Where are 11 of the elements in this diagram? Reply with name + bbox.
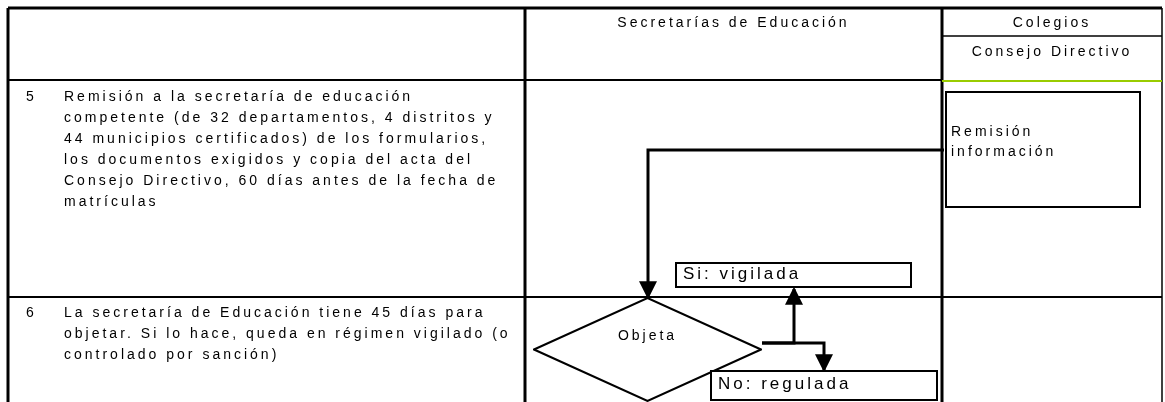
lane-header: Secretarías de Educación <box>616 13 851 32</box>
result-box: Si: vigilada <box>675 262 912 288</box>
lane-subheader: Consejo Directivo <box>970 42 1134 61</box>
result-box: No: regulada <box>710 370 938 401</box>
step-description: La secretaría de Educación tiene 45 días para objetar. Si lo hace, queda en régimen vigilado (o controlado por sanción) <box>64 303 512 364</box>
step-description: Remisión a la secretaría de educación competente (de 32 departamentos, 4 distritos y 44 municipios certificados) de los formularios, los documentos exigidos y copia del acta del Consejo Directivo, 60 días antes de la fecha de matrículas <box>64 87 500 211</box>
step-number: 6 <box>26 303 38 322</box>
lane-header: Colegios <box>1011 13 1093 32</box>
step-number: 5 <box>26 87 38 106</box>
process-box: Remisión información <box>945 91 1141 208</box>
arrow <box>762 341 833 373</box>
